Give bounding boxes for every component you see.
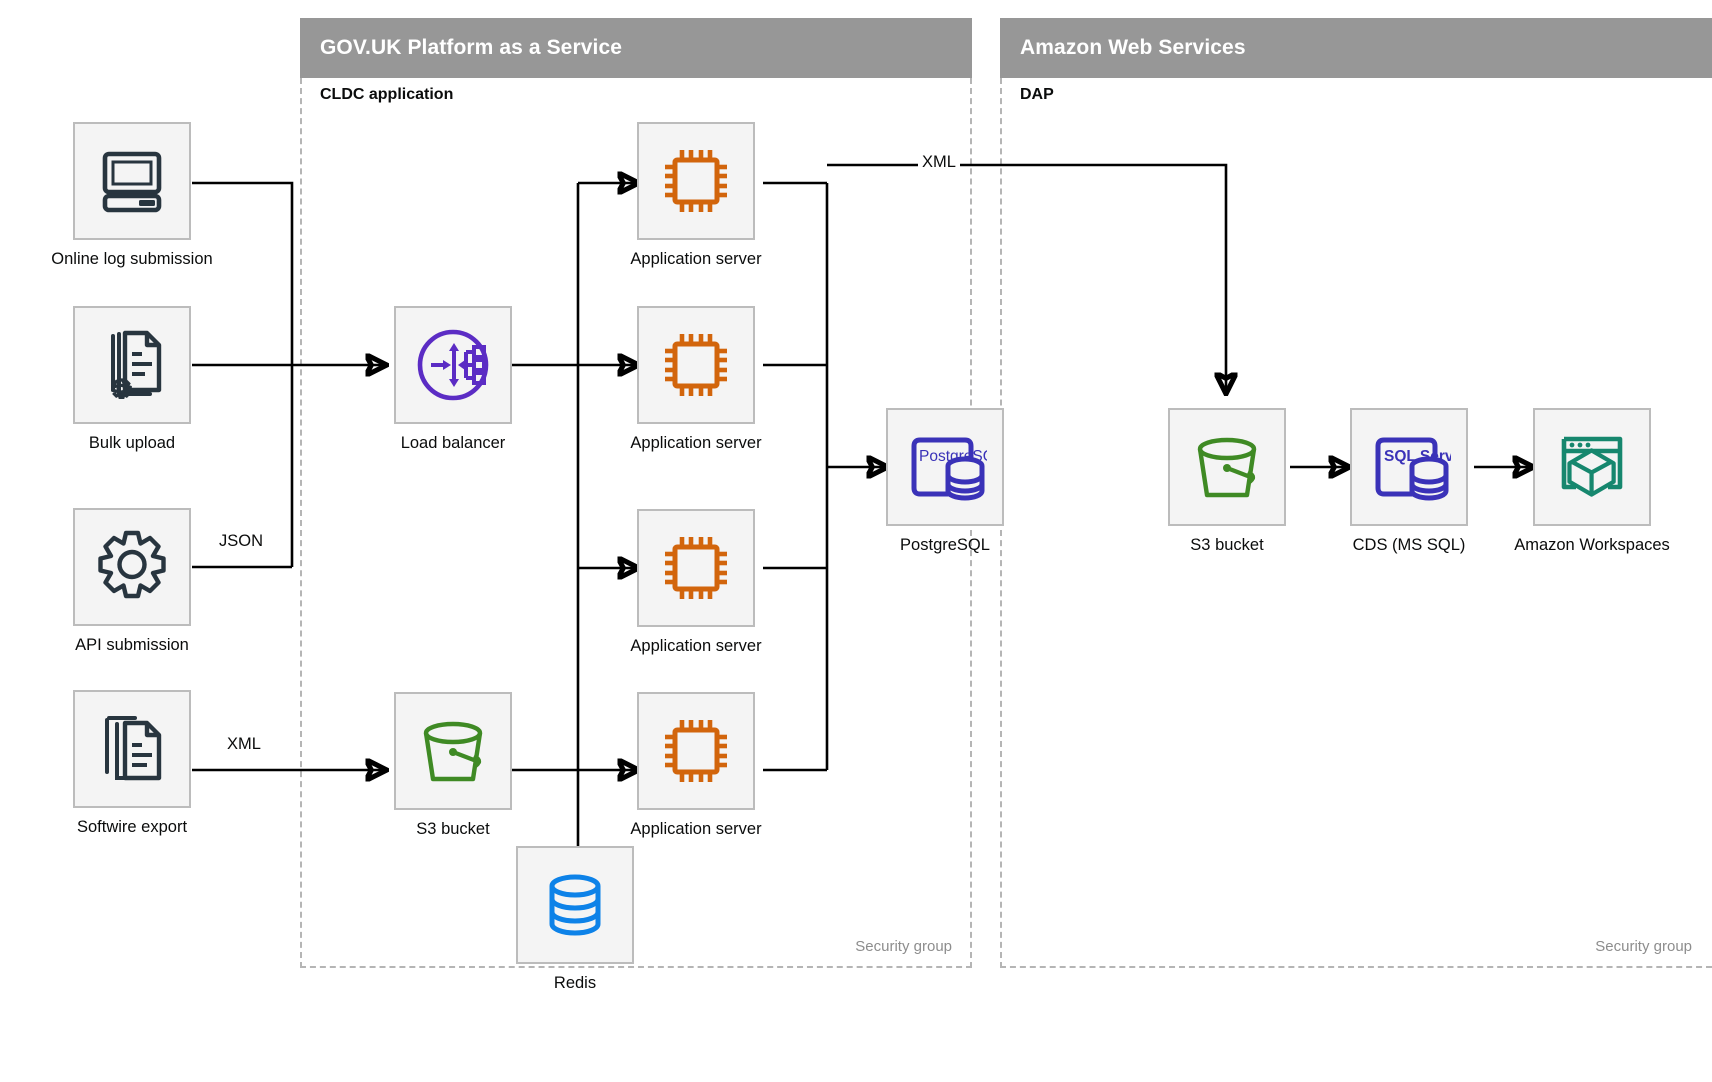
zone-header-aws: Amazon Web Services	[1000, 18, 1712, 78]
cpu-chip-icon	[665, 720, 727, 782]
node-label: Softwire export	[76, 818, 188, 836]
zone-header-paas: GOV.UK Platform as a Service	[300, 18, 972, 78]
sql-server-icon: SQL Server	[1375, 437, 1451, 501]
edge-label-xml-export: XML	[918, 153, 960, 172]
node-box	[394, 692, 512, 810]
node-label: Application server	[630, 820, 762, 838]
node-box	[73, 508, 191, 626]
node-label: Bulk upload	[88, 434, 176, 452]
node-postgresql[interactable]: PostgreSQL PostgreSQL	[886, 408, 1004, 554]
node-label: S3 bucket	[416, 820, 490, 838]
node-label: CDS (MS SQL)	[1352, 536, 1466, 554]
node-label: Amazon Workspaces	[1514, 536, 1670, 554]
node-label: Online log submission	[51, 250, 213, 268]
node-box	[516, 846, 634, 964]
node-s3-bucket-aws[interactable]: S3 bucket	[1168, 408, 1286, 554]
zone-title-paas: GOV.UK Platform as a Service	[320, 36, 622, 59]
node-amazon-workspaces[interactable]: Amazon Workspaces	[1514, 408, 1670, 554]
database-cylinder-icon	[549, 874, 601, 936]
node-application-server-3[interactable]: Application server	[630, 509, 762, 655]
node-box	[73, 122, 191, 240]
cpu-chip-icon	[665, 537, 727, 599]
node-label: Load balancer	[400, 434, 506, 452]
node-box	[1533, 408, 1651, 526]
node-box	[1168, 408, 1286, 526]
node-box: PostgreSQL	[886, 408, 1004, 526]
gear-icon	[98, 530, 166, 599]
workspaces-cube-icon	[1561, 436, 1623, 497]
bucket-icon	[423, 721, 483, 782]
desktop-computer-icon	[102, 151, 162, 213]
node-label: Application server	[630, 434, 762, 452]
node-box	[73, 306, 191, 424]
node-box	[637, 306, 755, 424]
node-cds-ms-sql[interactable]: SQL Server CDS (MS SQL)	[1350, 408, 1468, 554]
cpu-chip-icon	[665, 150, 727, 212]
node-box	[637, 692, 755, 810]
node-box: SQL Server	[1350, 408, 1468, 526]
document-stack-icon	[105, 716, 162, 781]
edge-label-json: JSON	[215, 532, 268, 551]
node-bulk-upload[interactable]: Bulk upload	[73, 306, 191, 452]
node-application-server-2[interactable]: Application server	[630, 306, 762, 452]
node-label: S3 bucket	[1190, 536, 1264, 554]
node-application-server-1[interactable]: Application server	[630, 122, 762, 268]
node-label: PostgreSQL	[900, 536, 990, 554]
zone-title-aws: Amazon Web Services	[1020, 36, 1246, 59]
cpu-chip-icon	[665, 334, 727, 396]
node-label: Application server	[630, 637, 762, 655]
bucket-icon	[1197, 437, 1257, 498]
node-redis[interactable]: Redis	[516, 846, 634, 992]
node-application-server-4[interactable]: Application server	[630, 692, 762, 838]
node-softwire-export[interactable]: Softwire export	[73, 690, 191, 836]
zone-footnote-aws-security-group: Security group	[1595, 938, 1692, 955]
node-label: Application server	[630, 250, 762, 268]
edge-label-xml-softwire: XML	[223, 735, 265, 754]
node-api-submission[interactable]: API submission	[73, 508, 191, 654]
node-box	[73, 690, 191, 808]
zone-sublabel-cldc-application: CLDC application	[320, 86, 454, 103]
zone-footnote-paas-security-group: Security group	[855, 938, 952, 955]
node-box	[637, 122, 755, 240]
node-s3-bucket-paas[interactable]: S3 bucket	[394, 692, 512, 838]
node-label: Redis	[553, 974, 597, 992]
zone-sublabel-dap: DAP	[1020, 86, 1054, 103]
load-balancer-icon	[417, 329, 489, 401]
node-box	[637, 509, 755, 627]
postgresql-icon: PostgreSQL	[911, 437, 987, 501]
node-label: API submission	[75, 636, 189, 654]
node-load-balancer[interactable]: Load balancer	[394, 306, 512, 452]
document-gear-icon	[111, 330, 162, 400]
node-online-log-submission[interactable]: Online log submission	[51, 122, 213, 268]
node-box	[394, 306, 512, 424]
